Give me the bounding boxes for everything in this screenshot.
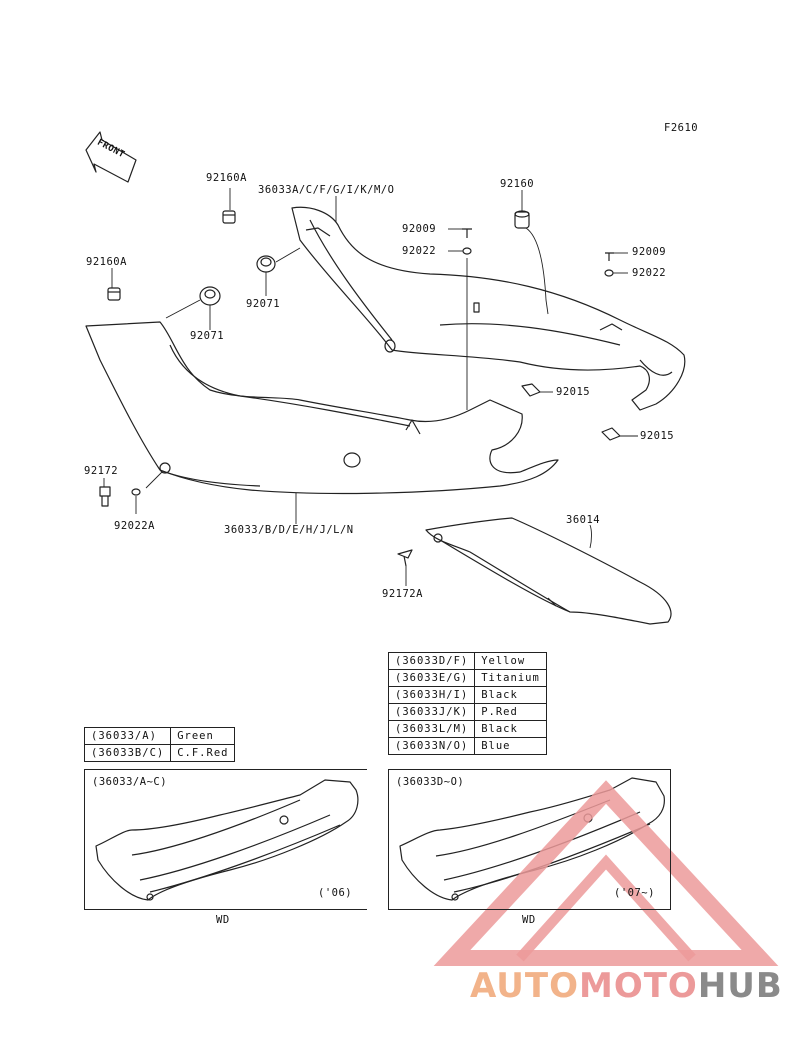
color-row: (36033J/K)P.Red bbox=[387, 703, 547, 721]
watermark-part1: AUTO bbox=[470, 966, 579, 1006]
inset-right-top-rule bbox=[388, 769, 671, 770]
color-name-cell: Black bbox=[474, 720, 547, 738]
leader-lines bbox=[103, 188, 638, 586]
grommet-92160 bbox=[514, 210, 530, 229]
callout-36014: 36014 bbox=[566, 514, 601, 526]
watermark-part3: HUB bbox=[697, 966, 783, 1006]
front-arrow-icon bbox=[85, 131, 137, 183]
color-row: (36033L/M)Black bbox=[387, 720, 547, 738]
damper-92071-top bbox=[256, 255, 276, 273]
watermark-logo-icon bbox=[433, 780, 779, 966]
callout-92022-right: 92022 bbox=[632, 267, 667, 279]
callout-92015-low: 92015 bbox=[640, 430, 675, 442]
washer-92022-mid bbox=[462, 247, 472, 255]
color-row: (36033H/I)Black bbox=[387, 686, 547, 704]
part-number-cell: (36033N/O) bbox=[387, 737, 476, 755]
lower-side-cover bbox=[85, 321, 559, 495]
washer-92022A bbox=[131, 488, 141, 496]
part-number-cell: (36033D/F) bbox=[387, 652, 476, 670]
side-panel-36014 bbox=[425, 517, 672, 625]
color-table-left: (36033/A)Green(36033B/C)C.F.Red bbox=[83, 727, 236, 762]
callout-92071-low: 92071 bbox=[190, 330, 225, 342]
inset-left-caption: (36033/A~C) bbox=[92, 776, 168, 788]
color-row: (36033E/G)Titanium bbox=[387, 669, 547, 687]
part-number-cell: (36033J/K) bbox=[387, 703, 476, 721]
part-number-cell: (36033L/M) bbox=[387, 720, 476, 738]
inset-right-caption: (36033D~O) bbox=[396, 776, 465, 788]
callout-92160A-left: 92160A bbox=[86, 256, 127, 268]
color-name-cell: Blue bbox=[474, 737, 547, 755]
color-table-right: (36033D/F)Yellow(36033E/G)Titanium(36033… bbox=[387, 652, 547, 755]
part-number-cell: (36033H/I) bbox=[387, 686, 476, 704]
callout-36033A: 36033A/C/F/G/I/K/M/O bbox=[258, 184, 395, 196]
color-name-cell: Titanium bbox=[474, 669, 547, 687]
color-name-cell: P.Red bbox=[474, 703, 547, 721]
nut-92015-low bbox=[601, 427, 621, 441]
part-number-cell: (36033/A) bbox=[83, 727, 172, 745]
callout-92172A: 92172A bbox=[382, 588, 423, 600]
part-number-cell: (36033B/C) bbox=[83, 744, 172, 762]
color-row: (36033B/C)C.F.Red bbox=[83, 744, 236, 762]
screw-92172 bbox=[99, 486, 111, 507]
inset-left-cover bbox=[95, 779, 359, 901]
inset-right-footer: WD bbox=[522, 914, 536, 926]
callout-92022-mid: 92022 bbox=[402, 245, 437, 257]
color-name-cell: Green bbox=[170, 727, 236, 745]
callout-92009-mid: 92009 bbox=[402, 223, 437, 235]
bolt-92009-right bbox=[605, 252, 614, 261]
inset-left-frame bbox=[84, 769, 367, 910]
callout-36033B: 36033/B/D/E/H/J/L/N bbox=[224, 524, 354, 536]
part-number-cell: (36033E/G) bbox=[387, 669, 476, 687]
color-row: (36033N/O)Blue bbox=[387, 737, 547, 755]
watermark-text: AUTOMOTOHUB bbox=[470, 966, 783, 1006]
watermark-part2: MOTO bbox=[578, 966, 698, 1006]
screw-92172A bbox=[397, 549, 413, 567]
color-row: (36033D/F)Yellow bbox=[387, 652, 547, 670]
callout-92015-top: 92015 bbox=[556, 386, 591, 398]
nut-92015-top bbox=[521, 383, 541, 397]
color-name-cell: C.F.Red bbox=[170, 744, 236, 762]
washer-92022-right bbox=[604, 269, 614, 277]
color-row: (36033/A)Green bbox=[83, 727, 236, 745]
inset-left-year: ('06) bbox=[318, 887, 353, 899]
callout-92160A-top: 92160A bbox=[206, 172, 247, 184]
inset-left-footer: WD bbox=[216, 914, 230, 926]
inset-right-side-rule bbox=[670, 769, 671, 910]
callout-92172: 92172 bbox=[84, 465, 119, 477]
color-name-cell: Yellow bbox=[474, 652, 547, 670]
callout-92009-right: 92009 bbox=[632, 246, 667, 258]
upper-side-cover bbox=[291, 206, 686, 411]
figure-code: F2610 bbox=[664, 122, 699, 134]
bolt-92009-mid bbox=[462, 228, 472, 238]
callout-92022A: 92022A bbox=[114, 520, 155, 532]
color-name-cell: Black bbox=[474, 686, 547, 704]
callout-92160: 92160 bbox=[500, 178, 535, 190]
grommet-92160A-left bbox=[107, 287, 121, 301]
inset-left-top-rule bbox=[84, 769, 367, 770]
inset-right-year: ('07~) bbox=[614, 887, 655, 899]
damper-92071-low bbox=[199, 286, 221, 306]
grommet-92160A-top bbox=[222, 210, 236, 224]
inset-right-frame bbox=[388, 769, 671, 910]
callout-92071-top: 92071 bbox=[246, 298, 281, 310]
